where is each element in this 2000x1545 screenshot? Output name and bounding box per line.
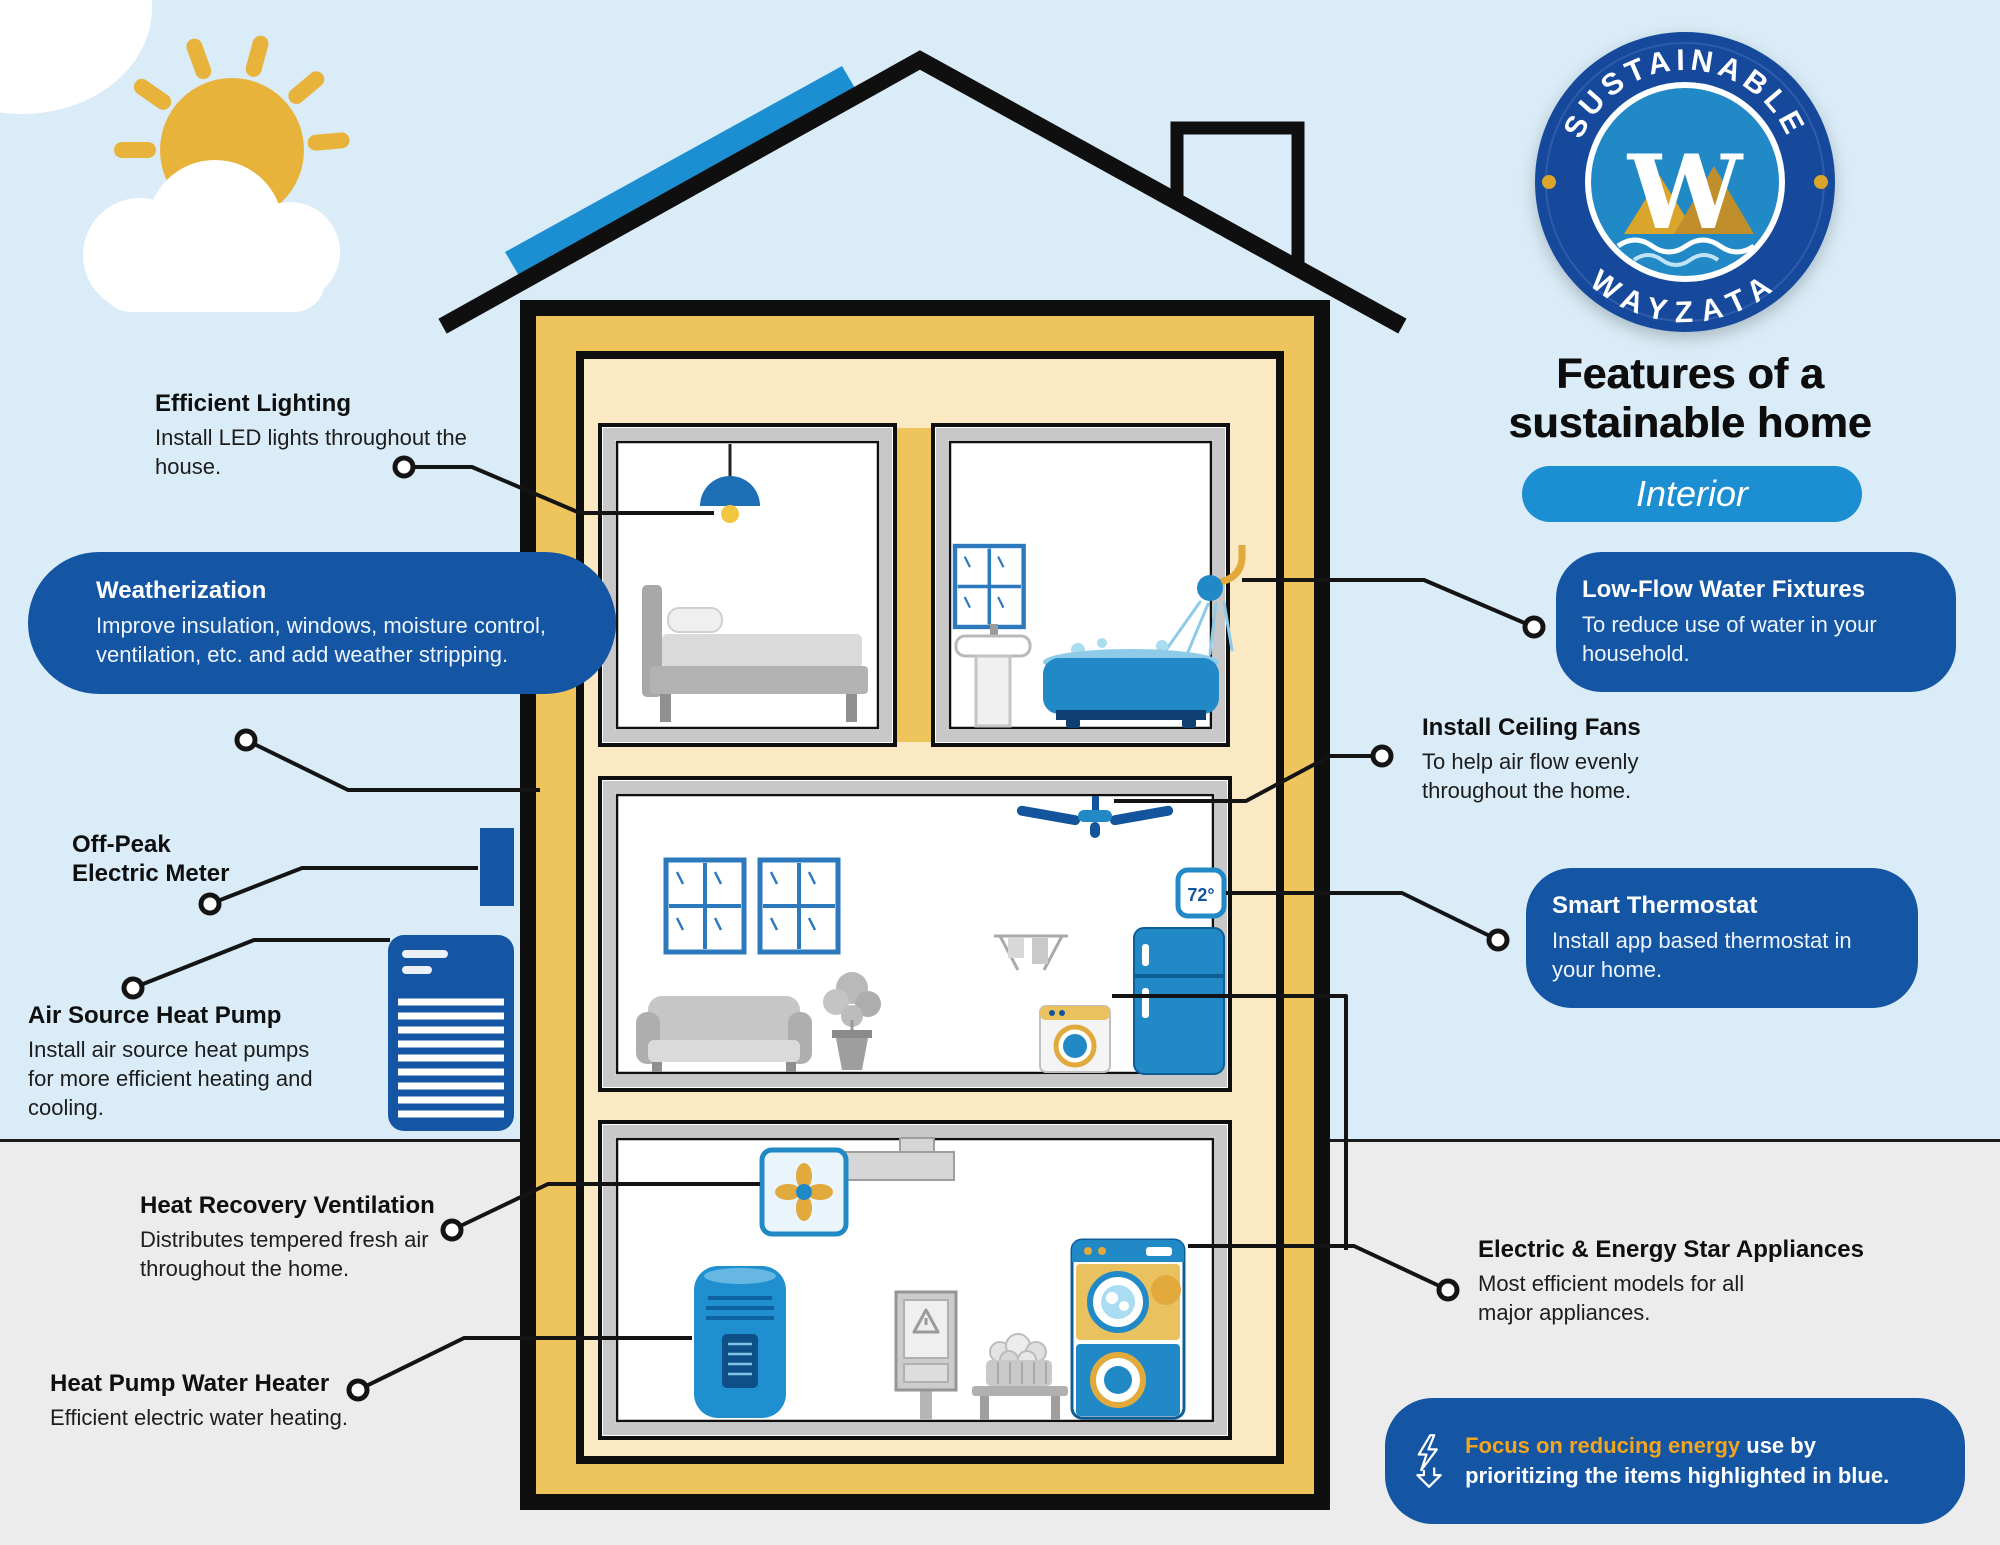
corner-cloud — [0, 0, 152, 114]
bathroom-window — [955, 546, 1024, 627]
callout-title: Heat Pump Water Heater — [50, 1370, 330, 1397]
bathroom-sink — [954, 624, 1032, 728]
connector-air-source-heat-pump — [132, 938, 390, 990]
potted-plant — [823, 972, 881, 1070]
sustainable-wayzata-logo: SUSTAINABLE WAYZATA W — [1535, 32, 1835, 332]
callout-body: Install app based thermostat in your hom… — [1552, 928, 1852, 983]
ceiling-fan — [1016, 796, 1174, 838]
drying-rack — [994, 934, 1068, 971]
page-title-line2: sustainable home — [1508, 399, 1872, 448]
callout-title: Heat Recovery Ventilation — [140, 1192, 435, 1219]
callout-anchor-dots — [121, 455, 1546, 1402]
thermostat-reading: 72° — [1187, 885, 1214, 905]
callout-body: Distributes tempered fresh air throughou… — [140, 1227, 429, 1282]
interior-badge-label: Interior — [1635, 473, 1749, 514]
callout-title: Air Source Heat Pump — [28, 1002, 282, 1029]
connector-low-flow — [1242, 578, 1535, 629]
callout-install-ceiling-fans: Install Ceiling Fans To help air flow ev… — [1422, 714, 1702, 805]
callout-title: Weatherization — [96, 577, 267, 604]
connector-weatherization — [245, 738, 540, 792]
electrical-panel — [894, 1290, 958, 1420]
page-title: Features of a sustainable home — [1395, 350, 1985, 448]
page-title-line1: Features of a — [1556, 350, 1824, 398]
hrv-unit — [759, 1137, 955, 1237]
connector-heat-recovery — [451, 1182, 760, 1232]
connector-electric-meter — [209, 866, 478, 906]
living-window-1 — [666, 860, 744, 952]
stacked-washer-dryer — [1070, 1238, 1186, 1420]
callout-body: Most efficient models for all major appl… — [1478, 1271, 1745, 1326]
duct-horizontal — [841, 1151, 955, 1181]
callout-off-peak-electric-meter: Off-Peak Electric Meter — [72, 830, 262, 894]
pendant-light — [700, 444, 760, 523]
connector-smart-thermostat — [1226, 891, 1499, 942]
footer-note: Focus on reducing energy use by prioriti… — [1385, 1398, 1965, 1524]
callout-body: To help air flow evenly throughout the h… — [1422, 749, 1639, 804]
callout-title: Efficient Lighting — [155, 390, 351, 417]
footer-note-rest: use by prioritizing the items highlighte… — [1465, 1433, 1890, 1488]
solar-panel — [505, 66, 862, 286]
electric-meter-device — [480, 828, 514, 906]
callout-title: Electric & Energy Star Appliances — [1478, 1236, 1864, 1263]
chimney — [1170, 121, 1305, 272]
callout-connectors — [132, 465, 1535, 1392]
connector-efficient-lighting — [404, 465, 714, 515]
cloud-icon — [83, 160, 340, 312]
bathtub — [1043, 638, 1219, 728]
shower — [1164, 545, 1246, 656]
roof — [438, 50, 1407, 334]
connector-washer-link — [1112, 994, 1348, 1250]
house-cutaway — [438, 50, 1407, 1510]
air-source-heat-pump-unit — [388, 935, 514, 1131]
callout-heat-recovery-ventilation: Heat Recovery Ventilation Distributes te… — [140, 1192, 450, 1283]
callout-smart-thermostat: Smart Thermostat Install app based therm… — [1526, 868, 1918, 1009]
sofa — [636, 996, 812, 1072]
callout-weatherization: Weatherization Improve insulation, windo… — [28, 552, 616, 695]
footer-note-highlight: Focus on reducing energy — [1465, 1433, 1741, 1459]
callout-title: Low-Flow Water Fixtures — [1582, 576, 1866, 603]
interior-badge: Interior — [1522, 466, 1862, 522]
callout-body: Install LED lights throughout the house. — [155, 425, 467, 480]
refrigerator — [1133, 927, 1225, 1075]
callout-low-flow-water-fixtures: Low-Flow Water Fixtures To reduce use of… — [1556, 552, 1956, 693]
upper-room-divider — [890, 428, 938, 742]
smart-thermostat-device: 72° — [1175, 867, 1227, 919]
water-heater — [694, 1266, 786, 1418]
laundry-basket-table — [972, 1333, 1068, 1420]
callout-air-source-heat-pump: Air Source Heat Pump Install air source … — [28, 1002, 313, 1122]
energy-arrow-icon — [1416, 1434, 1442, 1488]
connector-appliances — [1188, 1244, 1449, 1292]
footer-note-text: Focus on reducing energy use by prioriti… — [1465, 1431, 1935, 1490]
washing-machine — [1039, 1005, 1111, 1073]
callout-title: Install Ceiling Fans — [1422, 714, 1641, 741]
living-window-2 — [760, 860, 838, 952]
bed — [642, 585, 868, 722]
connector-water-heater — [357, 1336, 692, 1392]
callout-body: Efficient electric water heating. — [50, 1405, 348, 1430]
callout-energy-star-appliances: Electric & Energy Star Appliances Most e… — [1478, 1236, 1948, 1327]
callout-title: Smart Thermostat — [1552, 892, 1758, 919]
callout-title: Off-Peak Electric Meter — [72, 831, 230, 888]
callout-body: Install air source heat pumps for more e… — [28, 1037, 313, 1121]
callout-body: Improve insulation, windows, moisture co… — [96, 613, 546, 668]
callout-body: To reduce use of water in your household… — [1582, 612, 1877, 667]
callout-efficient-lighting: Efficient Lighting Install LED lights th… — [155, 390, 500, 481]
callout-heat-pump-water-heater: Heat Pump Water Heater Efficient electri… — [50, 1370, 450, 1432]
logo-monogram: W — [1627, 133, 1744, 253]
connector-ceiling-fans — [1114, 754, 1382, 803]
